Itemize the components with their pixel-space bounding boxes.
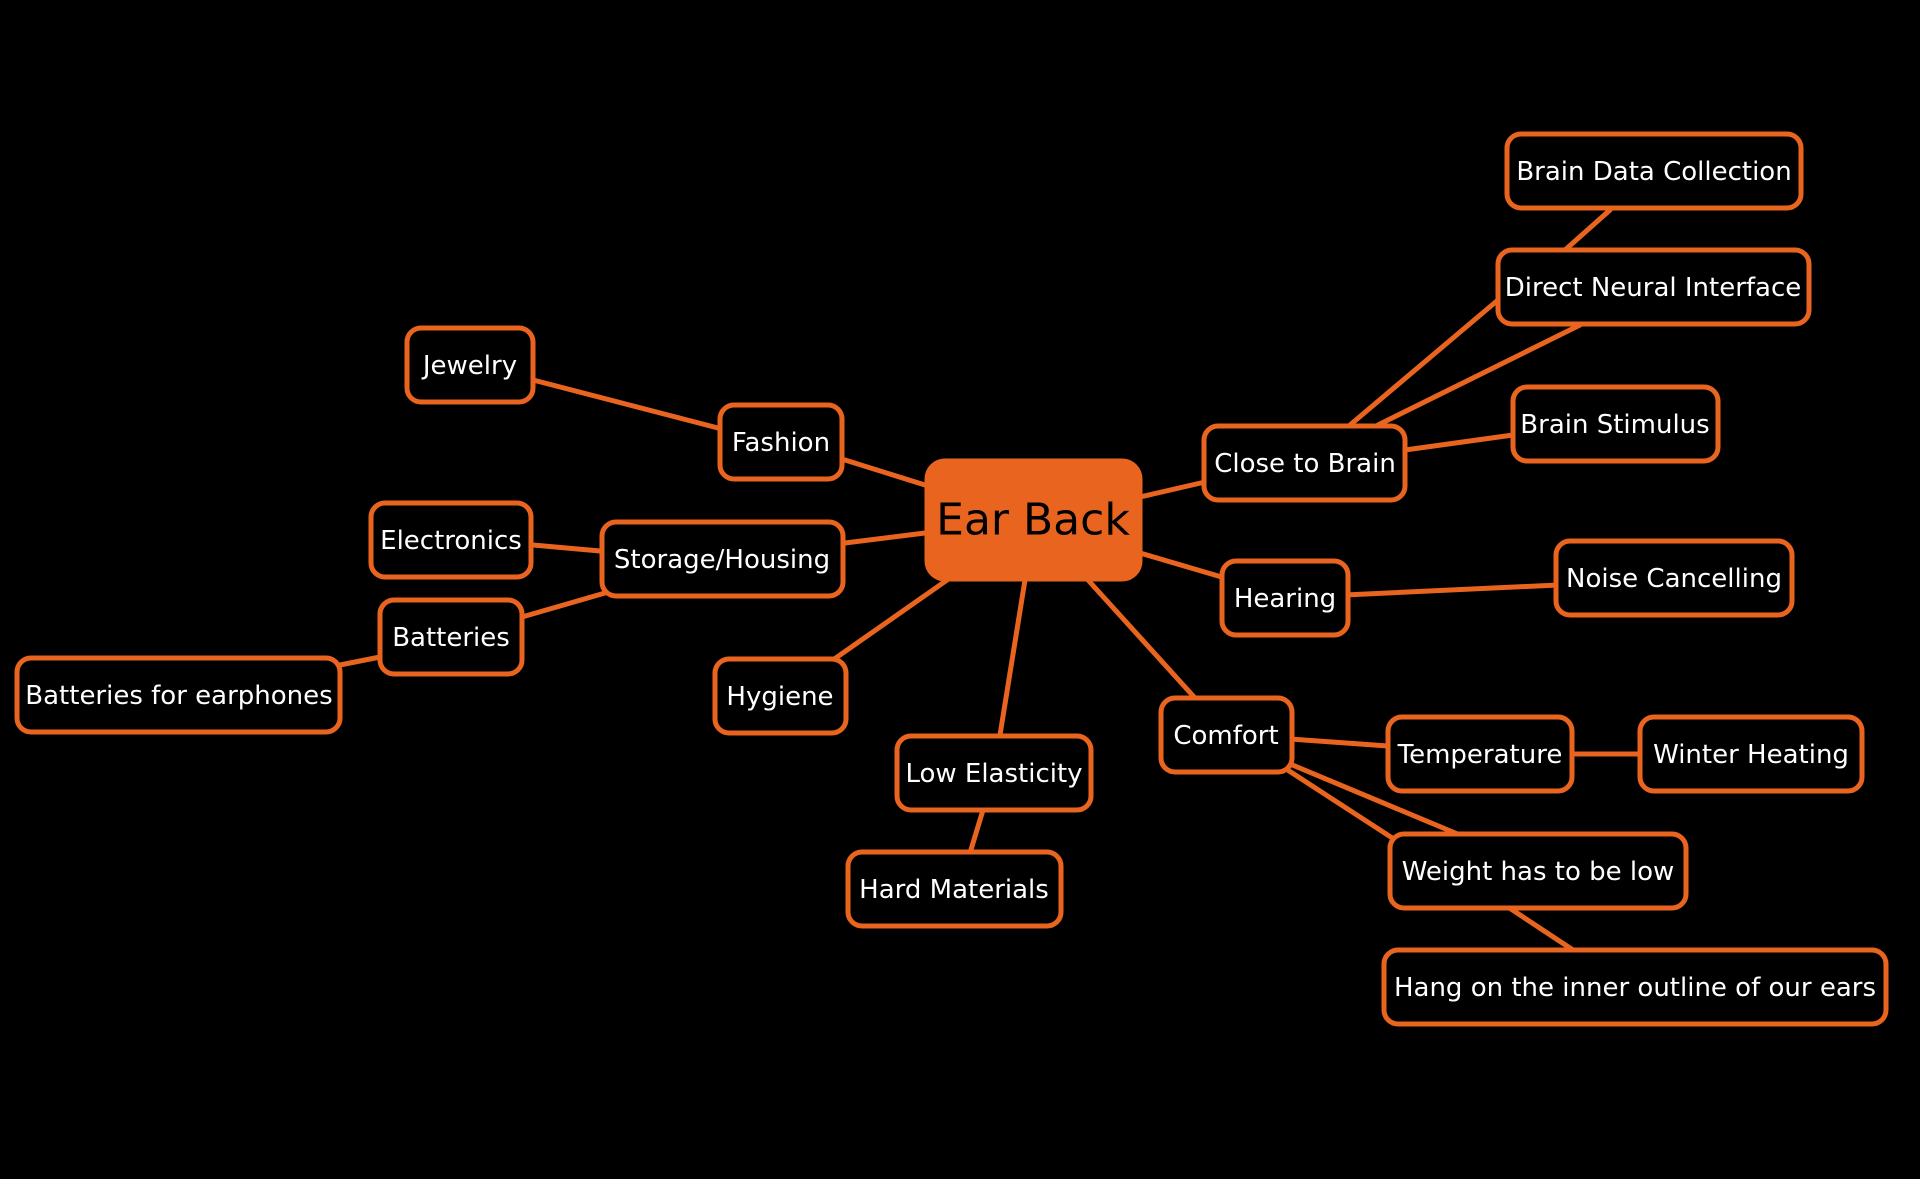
edge-comfort-weight-2: [1287, 761, 1463, 838]
node-hearing: Hearing: [1219, 558, 1351, 638]
connectors: [337, 207, 1643, 953]
edge-hearing-noise-cancelling: [1342, 582, 1561, 598]
node-fashion: Fashion: [717, 402, 845, 482]
node-direct-neural-interface-label: Direct Neural Interface: [1505, 273, 1802, 303]
node-brain-stimulus-label: Brain Stimulus: [1520, 410, 1709, 440]
edge-root-storage: [842, 530, 928, 546]
edge-comfort-weight-1: [1280, 764, 1403, 846]
node-brain-data-collection: Brain Data Collection: [1504, 131, 1804, 211]
node-weight-has-to-be-low: Weight has to be low: [1387, 831, 1689, 911]
edge-low-elasticity-hard-materials: [967, 807, 986, 856]
node-brain-stimulus: Brain Stimulus: [1510, 384, 1721, 464]
node-hang-on-inner-outline-label: Hang on the inner outline of our ears: [1394, 973, 1876, 1003]
root-node: Ear Back: [924, 458, 1143, 582]
node-batteries-label: Batteries: [392, 623, 510, 653]
edge-root-low-elasticity: [997, 577, 1028, 738]
node-hygiene: Hygiene: [712, 656, 849, 736]
node-low-elasticity: Low Elasticity: [894, 733, 1094, 813]
node-batteries-for-earphones: Batteries for earphones: [14, 655, 343, 735]
edge-comfort-temperature: [1287, 736, 1391, 749]
node-close-to-brain: Close to Brain: [1201, 423, 1408, 503]
edge-storage-batteries: [519, 590, 608, 620]
edge-root-hygiene: [827, 575, 953, 665]
node-hang-on-inner-outline: Hang on the inner outline of our ears: [1381, 947, 1889, 1027]
node-hygiene-label: Hygiene: [726, 682, 833, 712]
node-noise-cancelling: Noise Cancelling: [1553, 538, 1795, 618]
edge-root-comfort: [1085, 577, 1198, 701]
edge-neural-brain-data: [1562, 207, 1613, 253]
node-direct-neural-interface: Direct Neural Interface: [1495, 247, 1812, 327]
node-close-to-brain-label: Close to Brain: [1214, 449, 1396, 479]
edge-fashion-jewelry: [530, 377, 721, 431]
node-jewelry: Jewelry: [404, 325, 536, 405]
node-hard-materials: Hard Materials: [845, 849, 1064, 929]
nodes: Ear Back Fashion Jewelry Storage/Housing…: [14, 131, 1889, 1027]
node-fashion-label: Fashion: [732, 428, 830, 458]
edge-close-to-brain-stimulus: [1402, 432, 1516, 453]
node-batteries-for-earphones-label: Batteries for earphones: [25, 681, 332, 711]
node-hearing-label: Hearing: [1234, 584, 1336, 614]
edge-batteries-earphones: [337, 654, 383, 668]
node-brain-data-collection-label: Brain Data Collection: [1516, 157, 1791, 187]
node-winter-heating-label: Winter Heating: [1653, 740, 1849, 770]
node-storage-housing-label: Storage/Housing: [614, 545, 830, 575]
edge-root-fashion: [842, 457, 928, 488]
edge-weight-hang: [1502, 902, 1576, 953]
node-batteries: Batteries: [377, 597, 525, 677]
root-node-box: [924, 458, 1143, 582]
edge-root-hearing: [1137, 550, 1228, 581]
node-electronics: Electronics: [368, 500, 534, 580]
node-electronics-label: Electronics: [380, 526, 522, 556]
node-jewelry-label: Jewelry: [421, 351, 517, 381]
node-temperature: Temperature: [1385, 714, 1575, 794]
edge-close-to-brain-neural-1: [1347, 297, 1501, 428]
edge-storage-electronics: [530, 542, 603, 554]
node-hard-materials-label: Hard Materials: [859, 875, 1049, 905]
node-temperature-label: Temperature: [1397, 740, 1563, 770]
node-storage-housing: Storage/Housing: [599, 519, 846, 599]
node-noise-cancelling-label: Noise Cancelling: [1566, 564, 1782, 594]
node-weight-has-to-be-low-label: Weight has to be low: [1402, 857, 1675, 887]
edge-root-close-to-brain: [1137, 479, 1208, 500]
node-low-elasticity-label: Low Elasticity: [905, 759, 1082, 789]
root-node-label: Ear Back: [936, 495, 1130, 546]
edge-close-to-brain-neural-2: [1375, 322, 1583, 428]
node-comfort: Comfort: [1158, 695, 1295, 775]
node-comfort-label: Comfort: [1173, 721, 1278, 751]
node-winter-heating: Winter Heating: [1637, 714, 1865, 794]
